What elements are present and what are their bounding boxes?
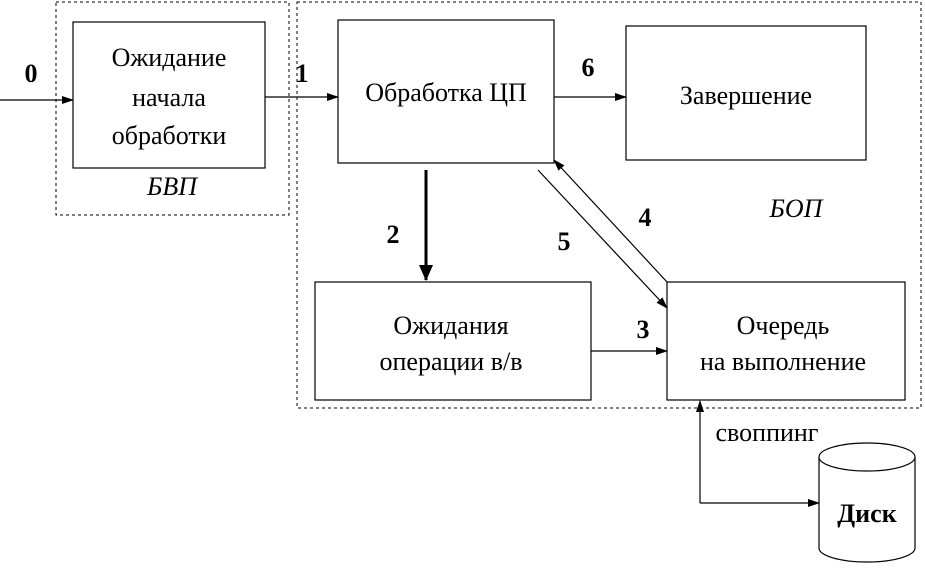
bvp-group-frame bbox=[55, 1, 290, 216]
exec-queue-line2: на выполнение bbox=[700, 347, 866, 376]
swapping-connector bbox=[696, 400, 820, 507]
io-wait-line1: Ожидания bbox=[393, 311, 508, 340]
io-wait-box bbox=[314, 281, 592, 401]
arrow-4 bbox=[553, 159, 668, 283]
waiting-start-line2: начала bbox=[132, 83, 206, 112]
completion-box bbox=[625, 25, 867, 161]
transition-6-label: 6 bbox=[582, 53, 595, 82]
transition-1-label: 1 bbox=[296, 59, 309, 88]
cpu-processing-label: Обработка ЦП bbox=[365, 78, 527, 107]
transition-4-label: 4 bbox=[639, 203, 652, 232]
exec-queue-line1: Очередь bbox=[737, 311, 830, 340]
waiting-start-box bbox=[72, 21, 266, 169]
waiting-start-line1: Ожидание bbox=[112, 43, 227, 72]
arrow-5 bbox=[537, 169, 668, 309]
transition-5-label: 5 bbox=[558, 227, 571, 256]
disk-cylinder bbox=[818, 442, 916, 563]
transition-0-label: 0 bbox=[25, 59, 38, 88]
bvp-group-label: БВП bbox=[146, 172, 199, 201]
io-wait-line2: операции в/в bbox=[379, 347, 522, 376]
cpu-processing-box bbox=[337, 19, 555, 164]
transition-2-label: 2 bbox=[387, 220, 400, 249]
bop-group-label: БОП bbox=[769, 194, 825, 223]
transition-3-label: 3 bbox=[637, 315, 650, 344]
bop-group-frame bbox=[296, 1, 922, 409]
disk-label: Диск bbox=[837, 499, 896, 528]
exec-queue-box bbox=[666, 281, 906, 401]
waiting-start-line3: обработки bbox=[112, 121, 227, 150]
swapping-label: своппинг bbox=[716, 418, 819, 447]
completion-label: Завершение bbox=[680, 81, 812, 110]
